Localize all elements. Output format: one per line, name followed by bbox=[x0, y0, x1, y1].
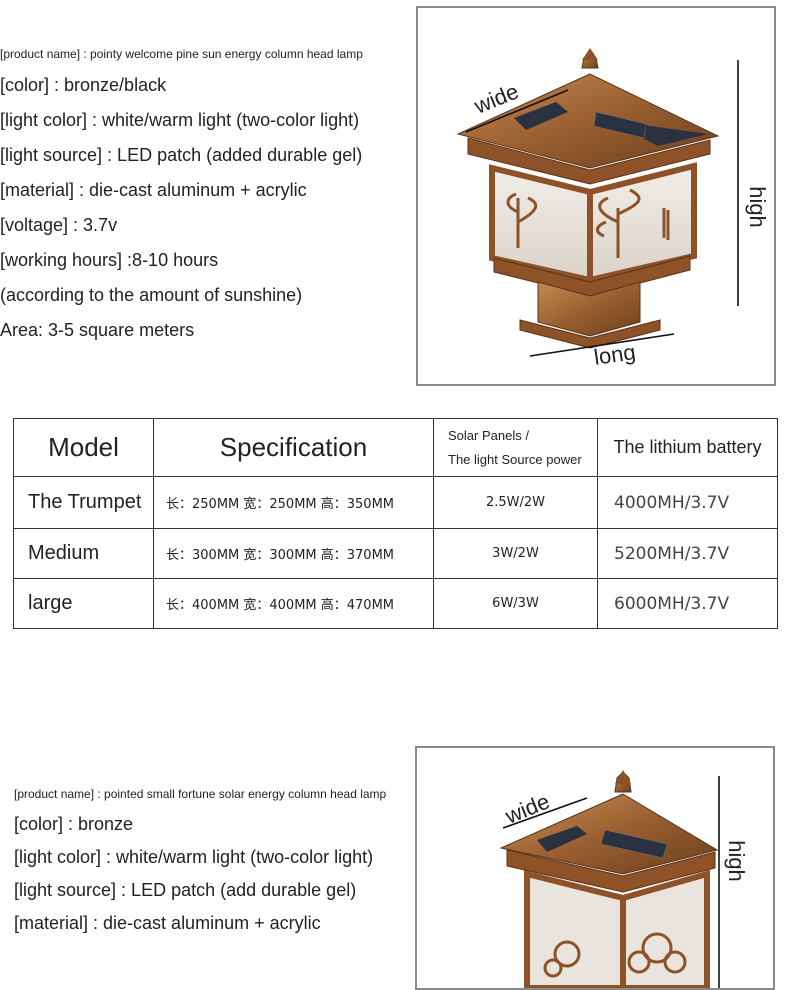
row-battery: 4000MH/3.7V bbox=[597, 476, 778, 529]
product1-working-hours: [working hours] :8-10 hours bbox=[0, 250, 219, 270]
header-specification: Specification bbox=[153, 418, 434, 477]
product1-voltage: [voltage] : 3.7v bbox=[0, 215, 118, 235]
header-solar-line2: The light Source power bbox=[448, 451, 582, 467]
product2-light-color: [light color] : white/warm light (two-co… bbox=[14, 847, 374, 867]
table-header-row: Model Specification Solar Panels / The l… bbox=[13, 418, 778, 477]
row-battery: 5200MH/3.7V bbox=[597, 528, 778, 579]
high-label: high bbox=[723, 840, 749, 882]
table-row: Medium 长：300MM 宽：300MM 高：370MM 3W/2W 520… bbox=[13, 528, 778, 579]
row-size: 长：300MM 宽：300MM 高：370MM bbox=[153, 528, 434, 579]
header-solar-line1: Solar Panels / bbox=[448, 427, 529, 443]
row-battery: 6000MH/3.7V bbox=[597, 578, 778, 629]
product1-area: Area: 3-5 square meters bbox=[0, 320, 195, 340]
header-model: Model bbox=[13, 418, 154, 477]
product1-color: [color] : bronze/black bbox=[0, 75, 167, 95]
high-label: high bbox=[744, 186, 770, 228]
lamp-illustration bbox=[456, 48, 739, 357]
spec-table: Model Specification Solar Panels / The l… bbox=[13, 418, 778, 629]
header-battery: The lithium battery bbox=[597, 418, 778, 477]
table-row: The Trumpet 长：250MM 宽：250MM 高：350MM 2.5W… bbox=[13, 476, 778, 529]
product1-name: [product name] : pointy welcome pine sun… bbox=[0, 47, 363, 61]
product2-spec-list: [product name] : pointed small fortune s… bbox=[14, 786, 454, 940]
product1-light-source: [light source] : LED patch (added durabl… bbox=[0, 145, 363, 165]
header-solar-power: Solar Panels / The light Source power bbox=[433, 418, 598, 477]
product1-sunshine-note: (according to the amount of sunshine) bbox=[0, 285, 303, 305]
table-row: large 长：400MM 宽：400MM 高：470MM 6W/3W 6000… bbox=[13, 578, 778, 629]
product2-material: [material] : die-cast aluminum + acrylic bbox=[14, 913, 321, 933]
row-model: large bbox=[13, 578, 154, 629]
product2-light-source: [light source] : LED patch (add durable … bbox=[14, 880, 357, 900]
lamp-illustration bbox=[499, 770, 720, 988]
row-size: 长：400MM 宽：400MM 高：470MM bbox=[153, 578, 434, 629]
product2-photo: wide high bbox=[415, 746, 775, 990]
row-size: 长：250MM 宽：250MM 高：350MM bbox=[153, 476, 434, 529]
row-model: Medium bbox=[13, 528, 154, 579]
row-power: 2.5W/2W bbox=[433, 476, 598, 529]
row-model: The Trumpet bbox=[13, 476, 154, 529]
row-power: 3W/2W bbox=[433, 528, 598, 579]
product2-name: [product name] : pointed small fortune s… bbox=[14, 787, 387, 801]
product1-material: [material] : die-cast aluminum + acrylic bbox=[0, 180, 307, 200]
product1-spec-list: [product name] : pointy welcome pine sun… bbox=[0, 46, 430, 348]
product1-light-color: [light color] : white/warm light (two-co… bbox=[0, 110, 360, 130]
row-power: 6W/3W bbox=[433, 578, 598, 629]
product2-color: [color] : bronze bbox=[14, 814, 134, 834]
product1-photo: wide high long bbox=[416, 6, 776, 386]
